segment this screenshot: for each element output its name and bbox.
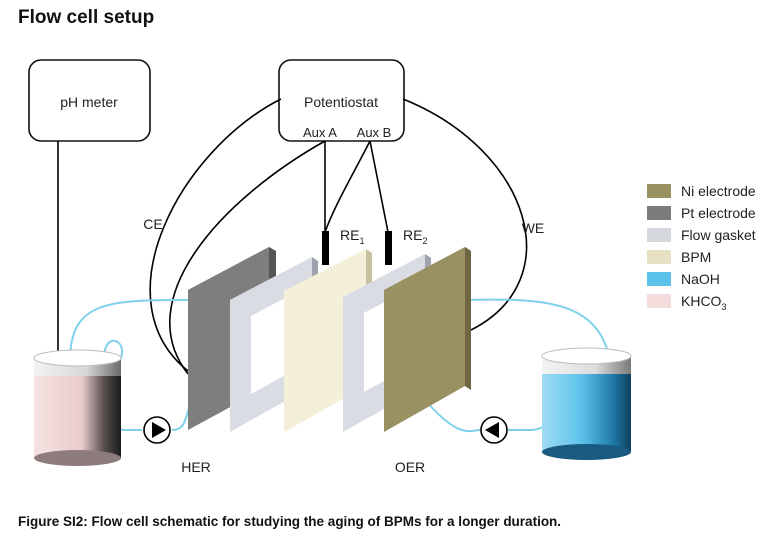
tubing-left-pump xyxy=(171,404,191,431)
tubing-right-bottom xyxy=(424,399,481,433)
re1-electrode xyxy=(322,231,329,265)
khco3-reservoir xyxy=(33,349,122,466)
pump-left-icon xyxy=(143,416,171,444)
figure-caption: Figure SI2: Flow cell schematic for stud… xyxy=(18,514,562,529)
legend-swatch xyxy=(647,206,671,220)
legend-swatch xyxy=(647,250,671,264)
legend-label: BPM xyxy=(681,249,711,265)
ce-label: CE xyxy=(143,216,162,232)
ce-wire-inner xyxy=(169,140,326,375)
re2-electrode xyxy=(385,231,392,265)
legend-label: Ni electrode xyxy=(681,183,756,199)
aux-a-label: Aux A xyxy=(303,125,337,140)
legend-label: NaOH xyxy=(681,271,720,287)
we-label: WE xyxy=(522,220,545,236)
we-wire xyxy=(402,98,528,331)
ce-wire-outer xyxy=(149,98,282,372)
re1-label: RE1 xyxy=(340,227,364,246)
legend-swatch xyxy=(647,294,671,308)
legend-label: Flow gasket xyxy=(681,227,756,243)
tubing-left-top xyxy=(69,299,191,362)
potentiostat-label: Potentiostat xyxy=(304,94,378,110)
legend-label: KHCO3 xyxy=(681,293,726,312)
tubing-right-top xyxy=(444,298,611,364)
ni-electrode-plate xyxy=(384,247,471,432)
oer-label: OER xyxy=(395,459,425,475)
her-label: HER xyxy=(181,459,211,475)
re2-label: RE2 xyxy=(403,227,427,246)
page-title: Flow cell setup xyxy=(18,7,155,28)
re2-wire xyxy=(369,140,389,233)
legend-swatch xyxy=(647,272,671,286)
legend-label: Pt electrode xyxy=(681,205,756,221)
aux-b-label: Aux B xyxy=(357,125,392,140)
legend-swatch xyxy=(647,184,671,198)
naoh-reservoir xyxy=(541,347,632,460)
re1-wire-curve xyxy=(324,140,371,233)
pump-right-icon xyxy=(480,416,508,444)
ph-meter-label: pH meter xyxy=(60,94,118,110)
legend-swatch xyxy=(647,228,671,242)
ph-meter-box xyxy=(28,59,151,142)
